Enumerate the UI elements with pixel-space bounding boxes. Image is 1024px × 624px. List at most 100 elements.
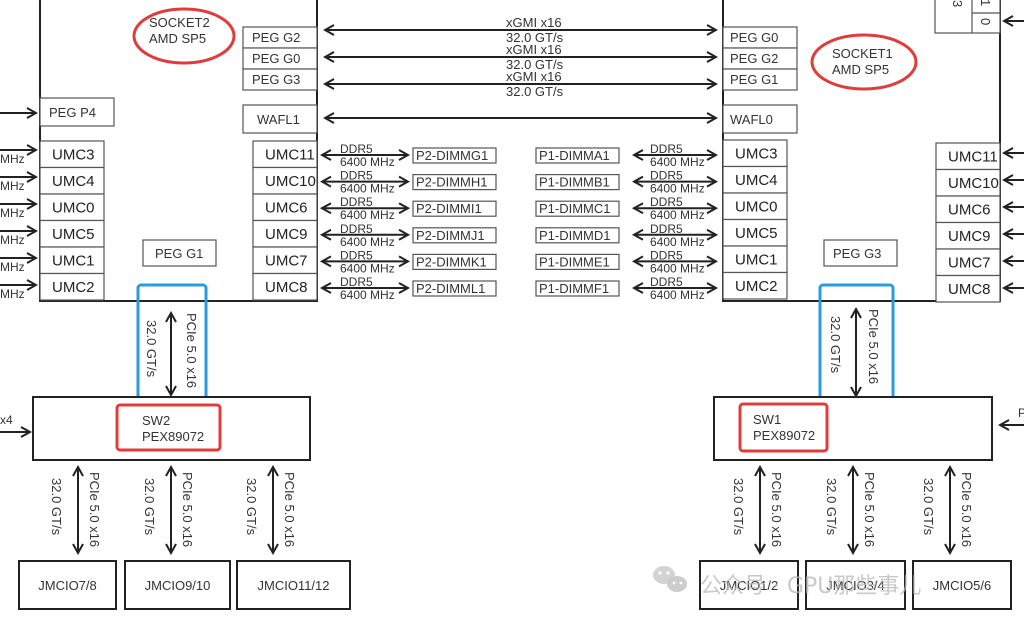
- jmcio-label: JMCIO7/8: [38, 578, 97, 593]
- ddr-speed: 6400 MHz: [340, 208, 395, 222]
- pcie-label: PCIe 5.0 x16: [180, 472, 195, 547]
- dimm-slot: [535, 253, 620, 270]
- socket2-peg-g1: [142, 239, 217, 267]
- ddr-speed: 6400 MHz: [650, 261, 705, 275]
- umc-label: UMC10: [948, 175, 999, 192]
- dimm-slot: [535, 147, 620, 164]
- umc-label: UMC3: [52, 147, 95, 164]
- sw2-model: PEX89072: [142, 429, 204, 444]
- ddr-speed-partial: MHz: [0, 233, 25, 247]
- socket2-wafl: [242, 104, 318, 134]
- partial-label: 3: [950, 0, 965, 7]
- umc-label: UMC6: [265, 200, 308, 217]
- socket1-peg-g1: [722, 68, 798, 91]
- umc-slot: [722, 165, 788, 194]
- dimm-label: P2-DIMMH1: [416, 175, 488, 190]
- umc-label: UMC9: [948, 228, 991, 245]
- jmcio-label: JMCIO5/6: [933, 578, 992, 593]
- pcie-speed: 32.0 GT/s: [49, 478, 64, 536]
- umc-slot: [39, 193, 105, 222]
- sw2-name: SW2: [142, 413, 170, 428]
- umc-slot: [935, 168, 1001, 197]
- xgmi-speed: 32.0 GT/s: [506, 57, 564, 72]
- umc-label: UMC10: [265, 173, 316, 190]
- ddr-speed-partial: MHz: [0, 206, 25, 220]
- pcie-uplink-socket1: PCIe 5.0 x16 32.0 GT/s: [818, 283, 895, 407]
- pcie-speed: 32.0 GT/s: [828, 316, 843, 374]
- umc-slot: [39, 140, 105, 169]
- umc-slot: [252, 166, 318, 195]
- socket2-wafl-label: WAFL1: [257, 112, 300, 127]
- xgmi-speed: 32.0 GT/s: [506, 30, 564, 45]
- jmcio-label: JMCIO9/10: [145, 578, 211, 593]
- ddr-label: DDR5: [650, 275, 683, 289]
- switch-sw2: SW2 PEX89072 x4: [0, 396, 311, 461]
- ddr-speed: 6400 MHz: [340, 155, 395, 169]
- umc-label: UMC3: [735, 146, 778, 163]
- ddr-label: DDR5: [650, 222, 683, 236]
- socket1-peg-label: PEG G0: [730, 30, 778, 45]
- dimm-label: P2-DIMMK1: [416, 254, 487, 269]
- partial-label: 0: [978, 18, 993, 25]
- jmcio-label: JMCIO3/4: [826, 578, 885, 593]
- socket2-peg-label: PEG G3: [252, 72, 300, 87]
- umc-slot: [39, 246, 105, 275]
- dimm-label: P2-DIMML1: [416, 281, 485, 296]
- umc-label: UMC6: [948, 202, 991, 219]
- umc-label: UMC11: [265, 147, 315, 164]
- sw1-name: SW1: [753, 412, 781, 427]
- ddr-label: DDR5: [650, 142, 683, 156]
- umc-label: UMC0: [735, 199, 778, 216]
- pcie-label: PCIe 5.0 x16: [959, 472, 974, 547]
- umc-label: UMC8: [265, 279, 308, 296]
- umc-slot: [252, 193, 318, 222]
- ddr-label: DDR5: [340, 248, 373, 262]
- dimm-slot: [412, 253, 497, 270]
- xgmi-label: xGMI x16: [506, 15, 562, 30]
- umc-slot: [935, 142, 1001, 171]
- umc-slot: [935, 274, 1001, 303]
- pcie-speed: 32.0 GT/s: [824, 478, 839, 536]
- ddr-speed: 6400 MHz: [340, 288, 395, 302]
- pcie-speed: 32.0 GT/s: [142, 478, 157, 536]
- umc-label: UMC2: [52, 279, 95, 296]
- socket2-model: AMD SP5: [149, 31, 206, 46]
- jmcio-label: JMCIO11/12: [257, 578, 329, 593]
- jmcio-box: [805, 560, 906, 610]
- dimm-slot: [412, 174, 497, 191]
- pcie-speed: 32.0 GT/s: [731, 478, 746, 536]
- dimm-label: P1-DIMMB1: [539, 175, 610, 190]
- ddr-speed: 6400 MHz: [650, 235, 705, 249]
- umc-slot: [39, 272, 105, 301]
- dimm-label: P1-DIMMC1: [539, 201, 611, 216]
- umc-label: UMC5: [52, 226, 95, 243]
- wechat-icon: [653, 566, 687, 592]
- pcie-speed: 32.0 GT/s: [921, 478, 936, 536]
- jmcio-box: [912, 560, 1012, 610]
- umc-slot: [722, 271, 788, 300]
- sw2-highlight: [115, 403, 222, 452]
- jmcio-box: [236, 560, 351, 610]
- ddr-label: DDR5: [340, 142, 373, 156]
- ddr-speed-partial: MHz: [0, 287, 25, 301]
- watermark-text: 公众号 · GPU那些事儿: [700, 574, 921, 599]
- pcie-label: PCIe 5.0 x16: [866, 309, 881, 384]
- socket2-peg-g3: [242, 68, 318, 91]
- xgmi-speed: 32.0 GT/s: [506, 84, 564, 99]
- jmcio-box: [18, 560, 117, 610]
- umc-label: UMC4: [52, 173, 95, 190]
- xgmi-label: xGMI x16: [506, 69, 562, 84]
- socket2-highlight: [132, 7, 236, 65]
- pcie-label: PCIe 5.0 x16: [184, 313, 199, 388]
- umc-label: UMC11: [948, 149, 998, 166]
- dimm-label: P1-DIMMF1: [539, 281, 609, 296]
- umc-label: UMC5: [735, 225, 778, 242]
- socket1-model: AMD SP5: [832, 62, 889, 77]
- pcie-label: PCIe 5.0 x16: [282, 472, 297, 547]
- sw1-highlight: [738, 402, 829, 453]
